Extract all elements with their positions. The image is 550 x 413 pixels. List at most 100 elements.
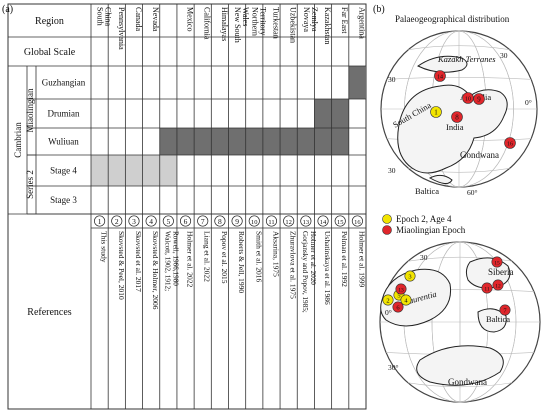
reference-text: Holmer et al. 1999 <box>357 231 366 287</box>
reference-number: 6 <box>184 217 188 226</box>
globe-1: Kazakh TerranesAustraliaSouth ChinaIndia… <box>380 30 538 197</box>
region-header: Region <box>35 16 64 27</box>
occurrence-marker <box>382 294 394 306</box>
reference-text: Gorjansky and Popov, 1985; <box>301 231 309 313</box>
occurrence-marker-label: 5 <box>397 293 400 300</box>
reference-text: Holmer et al. 2020 <box>309 231 317 285</box>
region-name: Himalayas <box>220 7 229 41</box>
occurrence-marker-label: 12 <box>495 284 501 290</box>
reference-text: Skovsted et al. 2017 <box>134 231 143 292</box>
reference-text: Ushatinskaya et al. 1986 <box>323 231 332 305</box>
references-header: References <box>27 307 72 318</box>
reference-number-circle <box>283 215 295 227</box>
occurrence-marker <box>492 279 504 291</box>
globe1-lat-label: 30 <box>500 51 508 60</box>
region-name: South <box>96 7 105 26</box>
region-name: Nevada <box>151 7 160 32</box>
reference-number: 2 <box>115 217 119 226</box>
occurrence-bar-guzhangian <box>348 66 366 99</box>
reference-number: 13 <box>303 219 310 226</box>
legend-swatch <box>382 214 392 224</box>
reference-number: 16 <box>354 219 361 226</box>
region-name: Uzbekistan <box>289 7 298 43</box>
region-name: California <box>203 7 212 40</box>
palaeogeographic-panel: (b)Palaeogeographical distributionKazakh… <box>373 4 541 403</box>
reference-number-circle <box>317 215 329 227</box>
occurrence-marker-label: 14 <box>437 75 443 81</box>
reference-text: Holmer et al. 2022 <box>186 231 195 287</box>
region-name: Territory <box>258 7 267 35</box>
legend-swatch <box>382 225 392 235</box>
region-name: Canada <box>134 7 143 31</box>
baltica-shape <box>428 174 453 184</box>
global-scale-header: Global Scale <box>24 47 76 58</box>
occurrence-marker <box>499 304 511 316</box>
cambrian-label: Cambrian <box>13 122 23 158</box>
reference-number-circle <box>231 215 243 227</box>
globe2-label: Baltica <box>486 314 510 324</box>
stage-label-wuliuan: Wuliuan <box>48 137 79 147</box>
occurrence-marker <box>395 283 407 295</box>
reference-text: This study <box>100 231 109 263</box>
reference-number-circle <box>248 215 260 227</box>
occurrence-marker-label: 9 <box>477 96 481 104</box>
globe1-label: Kazakh Terranes <box>437 54 496 64</box>
reference-number: 7 <box>201 217 205 226</box>
occurrence-marker <box>400 294 412 306</box>
stage-label-drumian: Drumian <box>48 109 80 119</box>
occurrence-marker-label: 3 <box>408 274 411 281</box>
reference-number-circle <box>334 215 346 227</box>
series-label-series2: Series 2 <box>25 170 35 199</box>
reference-number: 9 <box>235 217 239 226</box>
occurrence-marker <box>404 270 416 282</box>
stage-label-guzhangian: Guzhangian <box>42 78 86 88</box>
reference-text: Walcott, 1902, 1912; <box>163 231 171 291</box>
globe1-lat-label: 0° <box>525 98 532 107</box>
region-name: New South <box>233 7 242 43</box>
reference-text: Roberts & Jell, 1990 <box>237 231 246 293</box>
globe2-lat-label: 0° <box>385 308 392 317</box>
reference-number: 10 <box>251 219 258 226</box>
baltica-shape <box>477 308 507 333</box>
globe2-label: Siberia <box>488 267 514 277</box>
occurrence-marker <box>392 301 404 313</box>
reference-text: Skovsted & Holmer, 2006 <box>151 231 160 310</box>
reference-number-circle <box>145 215 157 227</box>
globe2-label: Gondwana <box>448 377 487 387</box>
occurrence-marker <box>434 70 446 82</box>
region-name: Argentina <box>357 7 366 39</box>
reference-number: 5 <box>166 217 170 226</box>
gondwana-shape <box>397 84 508 174</box>
occurrence-bar-wuliuan <box>159 128 349 155</box>
reference-text: Pelman et al. 1992 <box>340 231 349 287</box>
globe1-label: Gondwana <box>460 150 499 160</box>
region-name: Pennsylvania <box>117 7 126 50</box>
legend-label: Epoch 2, Age 4 <box>396 214 452 224</box>
occurrence-marker-label: 2 <box>386 298 389 305</box>
occurrence-marker-label: 13 <box>398 288 404 294</box>
reference-number-circle <box>162 215 174 227</box>
occurrence-marker-label: 15 <box>494 261 500 267</box>
reference-number: 14 <box>320 219 327 226</box>
panel-a-label: (a) <box>2 4 13 15</box>
reference-number-circle <box>300 215 312 227</box>
globe2-lat-label: 30 <box>420 253 428 262</box>
globe-2: SiberiaLaurentiaBalticaGondwana300°30°15… <box>379 241 541 403</box>
reference-number-circle <box>265 215 278 227</box>
reference-number: 3 <box>132 217 136 226</box>
reference-text: Popov et al. 2015 <box>220 231 229 284</box>
reference-number: 11 <box>268 219 274 226</box>
region-name: Zemlya <box>310 7 319 32</box>
reference-number: 15 <box>337 219 344 226</box>
reference-number: 12 <box>285 219 292 226</box>
region-name: Northern <box>250 7 259 36</box>
occurrence-marker-label: 16 <box>507 142 513 148</box>
reference-number-circle <box>94 215 106 227</box>
reference-number: 1 <box>98 217 102 226</box>
reference-text: Zhuravlova et al. 1975 <box>289 231 298 299</box>
occurrence-marker-label: 1 <box>434 109 438 117</box>
occurrence-marker <box>473 93 485 105</box>
occurrence-marker-label: 7 <box>503 308 507 315</box>
